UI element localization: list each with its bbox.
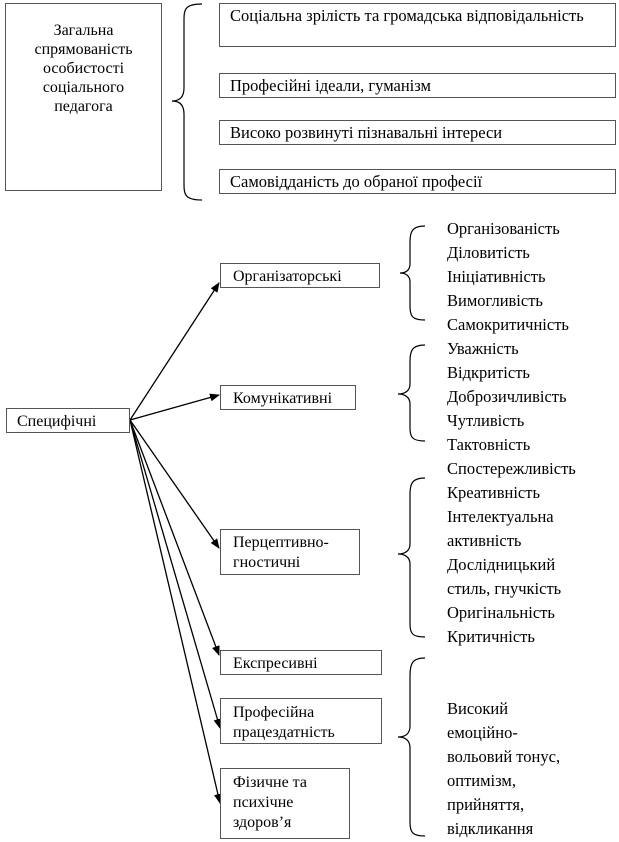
trait: Спостережливість <box>447 459 576 478</box>
trait: Діловитість <box>447 243 530 262</box>
arrow-perceptive <box>129 419 220 549</box>
perceptive-brace <box>397 477 426 638</box>
organizational-brace <box>399 225 426 321</box>
trait: Відкритість <box>447 363 530 382</box>
arrow-work-capacity <box>129 419 222 729</box>
trait: Оригінальність <box>447 603 555 622</box>
expressive-traits: Високий емоційно- вольовий тонус, оптимі… <box>447 697 560 841</box>
category-perceptive: Перцептивно-гностичні <box>220 529 360 575</box>
general-brace <box>171 3 203 201</box>
trait: Організованість <box>447 219 560 238</box>
specific-root-label: Специфічні <box>17 413 97 430</box>
trait: Чутливість <box>447 411 525 430</box>
general-item-3: Високо розвинуті пізнавальні інтереси <box>219 120 616 145</box>
trait: активність <box>447 531 522 550</box>
trait: Вимогливість <box>447 291 543 310</box>
trait: Критичність <box>447 627 535 646</box>
arrow-communicative <box>129 393 220 421</box>
trait: Ініціативність <box>447 267 546 286</box>
trait: вольовий тонус, <box>447 747 561 766</box>
expressive-brace <box>397 657 426 837</box>
trait: Доброзичливість <box>447 387 567 406</box>
organizational-traits: Організованість Діловитість Ініціативніс… <box>447 217 569 337</box>
trait: оптимізм, <box>447 771 516 790</box>
category-health: Фізичне та психічне здоров’я <box>220 768 350 839</box>
communicative-traits: Уважність Відкритість Доброзичливість Чу… <box>447 337 567 457</box>
category-work-capacity: Професійна працездатність <box>220 698 382 744</box>
category-communicative: Комунікативні <box>220 385 356 410</box>
trait: Уважність <box>447 339 519 358</box>
trait: Високий <box>447 699 509 718</box>
category-organizational: Організаторські <box>220 263 380 288</box>
general-item-4: Самовідданість до обраної професії <box>219 169 616 194</box>
trait: Самокритичність <box>447 315 569 334</box>
trait: емоційно- <box>447 723 518 742</box>
general-item-1: Соціальна зрілість та громадська відпові… <box>219 3 616 47</box>
perceptive-traits: Спостережливість Креативність Інтелектуа… <box>447 457 576 649</box>
trait: відкликання <box>447 819 534 838</box>
arrow-organizational <box>129 282 220 421</box>
general-title: Загальна спрямованість особистості соціа… <box>34 22 133 115</box>
trait: Інтелектуальна <box>447 507 554 526</box>
arrow-expressive <box>129 419 220 656</box>
arrow-health <box>129 419 222 804</box>
trait: стиль, гнучкість <box>447 579 562 598</box>
general-item-2: Професійні ідеали, гуманізм <box>219 73 616 98</box>
trait: Тактовність <box>447 435 531 454</box>
communicative-brace <box>397 344 426 442</box>
general-title-box: Загальна спрямованість особистості соціа… <box>5 3 162 191</box>
trait: Дослідницький <box>447 555 556 574</box>
trait: прийняття, <box>447 795 525 814</box>
trait: Креативність <box>447 483 540 502</box>
specific-root-box: Специфічні <box>6 408 130 433</box>
category-expressive: Експресивні <box>220 650 382 675</box>
